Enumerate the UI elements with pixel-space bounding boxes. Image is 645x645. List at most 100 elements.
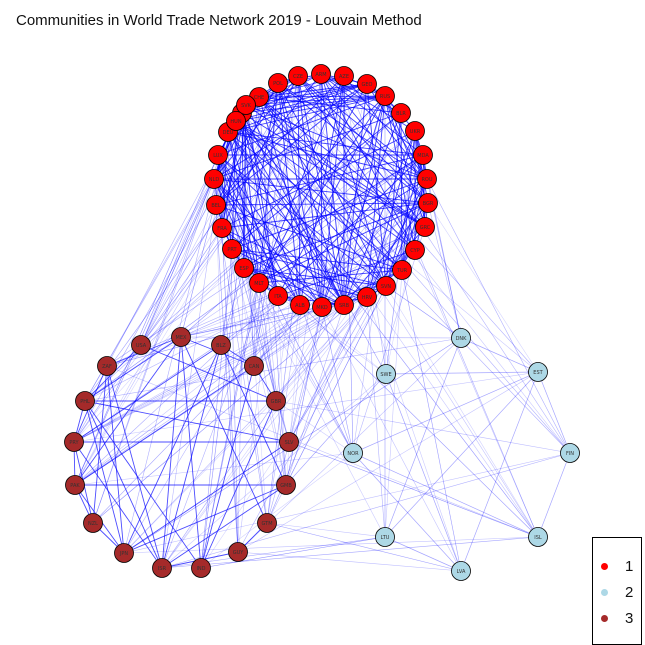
edge-GEO-NLD <box>213 83 368 180</box>
edge-NOR-LVA <box>352 452 462 572</box>
node-circle-SRB <box>334 295 354 315</box>
edge-LTU-GTM <box>266 522 386 538</box>
edge-CYP-CHE <box>258 96 416 251</box>
edge-HUN-EST <box>235 120 539 373</box>
node-circle-ESP <box>234 258 254 278</box>
node-circle-ROU <box>417 169 437 189</box>
edge-DNK-LTU <box>384 337 462 538</box>
edge-RUS-CHE <box>258 95 386 98</box>
node-circle-ISR <box>152 558 172 578</box>
edge-LUX-USA <box>140 154 219 346</box>
edge-LTU-IND <box>200 536 386 569</box>
node-label-BLZ: BLZ <box>216 343 226 349</box>
edge-FRA-LTU <box>221 227 386 538</box>
node-circle-MEX <box>171 327 191 347</box>
edge-PRT-SVK <box>231 104 247 250</box>
edge-AUT-ISL <box>241 112 539 538</box>
node-label-MKD: MKD <box>316 305 328 311</box>
node-circle-MLT <box>249 273 269 293</box>
node-label-ARM: ARM <box>315 72 326 78</box>
node-circle-LTU <box>375 527 395 547</box>
edge-HRV-SLV <box>288 296 368 443</box>
edge-ISR-PRY <box>73 441 163 569</box>
edge-ISL-JPN <box>123 536 539 554</box>
node-circle-HUN <box>226 111 246 131</box>
edge-BEL-GTM <box>215 204 268 524</box>
node-circle-JPN <box>114 543 134 563</box>
node-CAN: CAN <box>244 356 264 376</box>
node-label-SRB: SRB <box>339 303 350 309</box>
edge-MEX-PAK <box>74 336 182 486</box>
edge-RUS-MLT <box>258 95 386 284</box>
node-circle-PHL <box>75 391 95 411</box>
node-circle-GBR <box>266 391 286 411</box>
edge-CHE-FIN <box>258 96 571 454</box>
edge-GRC-SVK <box>245 104 426 228</box>
edge-SLV-JPN <box>123 441 290 554</box>
node-label-NLD: NLD <box>209 177 220 183</box>
node-MDA: MDA <box>413 145 433 165</box>
edge-CHE-ISL <box>258 96 539 538</box>
edge-EST-NOR <box>352 371 539 454</box>
node-label-IND: IND <box>196 566 205 572</box>
node-label-MLT: MLT <box>254 281 264 287</box>
edge-SWE-ISR <box>161 373 387 569</box>
edge-MKD-NOR <box>321 306 354 454</box>
edge-ISL-SLV <box>288 441 539 538</box>
legend-label-2: 2 <box>625 583 634 601</box>
edge-CYP-ISL <box>414 249 539 538</box>
edge-NLD-NZL <box>92 178 215 524</box>
edge-EST-PRY <box>73 371 539 443</box>
edge-RUS-GRC <box>384 95 426 228</box>
edge-SVN-DNK <box>385 285 462 339</box>
edge-TUR-BEL <box>215 204 403 271</box>
node-label-FIN: FIN <box>566 451 574 457</box>
node-LVA: LVA <box>451 561 471 581</box>
node-PRT: PRT <box>222 239 242 259</box>
node-NLD: NLD <box>204 169 224 189</box>
edge-TUR-DEU <box>227 131 403 271</box>
node-SWE: SWE <box>376 364 396 384</box>
node-circle-EST <box>528 362 548 382</box>
edge-CYP-MEX <box>180 249 416 338</box>
node-circle-POL <box>268 73 288 93</box>
node-FIN: FIN <box>560 443 580 463</box>
edge-ARM-RUS <box>320 73 386 97</box>
node-circle-CYP <box>405 240 425 260</box>
edge-ITA-LUX <box>217 154 279 297</box>
edge-MKD-CHE <box>258 96 323 308</box>
edge-AUT-FIN <box>241 112 571 454</box>
node-label-ZAF: ZAF <box>102 364 112 370</box>
node-CYP: CYP <box>405 240 425 260</box>
node-SLV: SLV <box>279 432 299 452</box>
edge-ISR-PHL <box>84 400 163 569</box>
node-GBR: GBR <box>266 391 286 411</box>
edge-ISL-ISR <box>161 536 539 569</box>
node-label-RUS: RUS <box>380 94 390 100</box>
edge-MDA-GBR <box>275 154 424 402</box>
edge-MKD-LVA <box>321 306 462 572</box>
edge-ROU-HRV <box>366 178 428 298</box>
edge-HRV-LVA <box>366 296 462 572</box>
edge-USA-GBR <box>140 344 277 402</box>
edge-GEO-DEU <box>227 83 368 133</box>
edge-NOR-IND <box>200 452 354 569</box>
edge-BLR-USA <box>140 112 402 346</box>
node-circle-TUR <box>392 260 412 280</box>
edge-FIN-ISL <box>537 452 571 538</box>
edge-MLT-GBR <box>258 282 277 402</box>
edge-ARM-PHL <box>84 73 322 402</box>
node-NOR: NOR <box>343 443 363 463</box>
node-label-BEL: BEL <box>211 203 221 209</box>
edge-SVN-ISL <box>385 285 539 538</box>
edge-MDA-ESP <box>243 154 424 269</box>
edge-ALB-ESP <box>243 267 301 306</box>
node-SRB: SRB <box>334 295 354 315</box>
node-FRA: FRA <box>212 218 232 238</box>
node-IND: IND <box>191 558 211 578</box>
edge-GRC-ZAF <box>106 226 426 367</box>
node-label-GRC: GRC <box>420 225 431 231</box>
edge-MEX-IND <box>180 336 202 569</box>
edge-ROU-FIN <box>426 178 571 454</box>
